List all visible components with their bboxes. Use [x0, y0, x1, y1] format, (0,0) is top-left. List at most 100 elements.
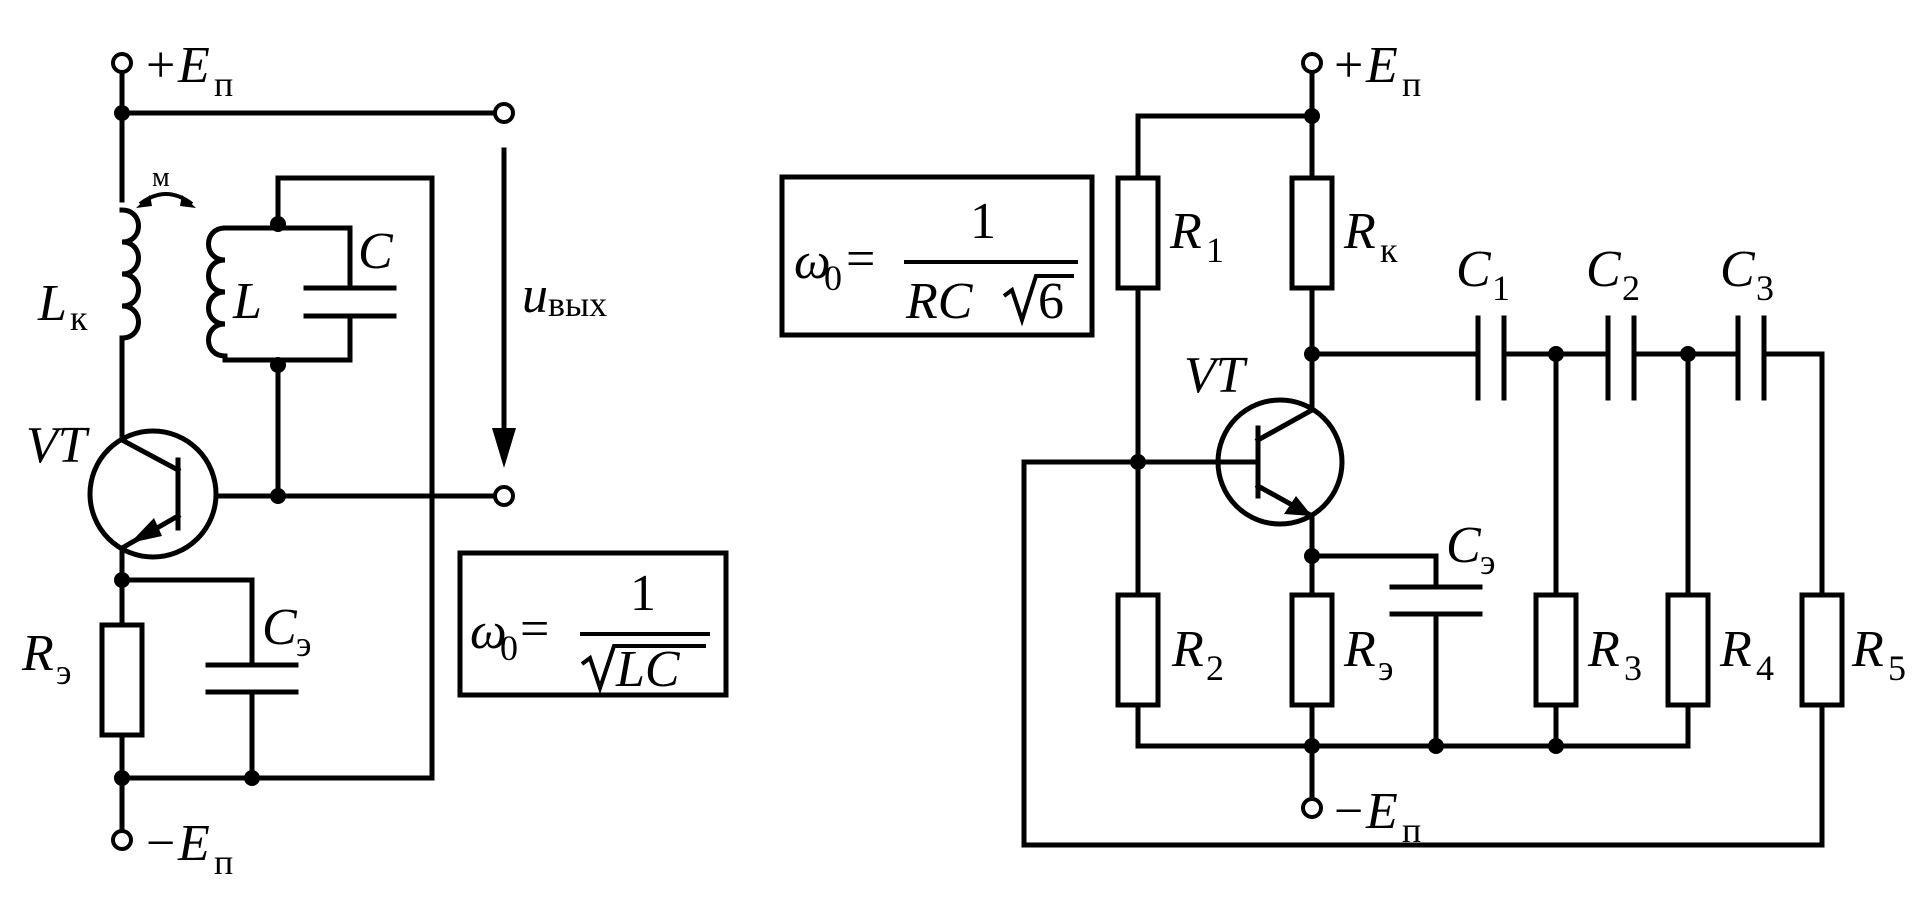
lc-formula-frame [457, 550, 729, 698]
mutual-arrow-right-head [180, 195, 196, 208]
left-re-symbol: R [21, 625, 54, 682]
c-symbol: C [358, 223, 394, 280]
r3-symbol: R [1587, 621, 1620, 678]
c2-symbol: C [1586, 241, 1622, 298]
left-supply-neg-sign: − [146, 815, 175, 872]
right-top-junction [1304, 108, 1320, 124]
right-supply-neg-terminal [1301, 797, 1323, 819]
c3-symbol: C [1720, 241, 1756, 298]
r4-sub: 4 [1756, 648, 1774, 688]
right-supply-neg-sub: п [1402, 810, 1421, 850]
right-supply-neg-sign: − [1334, 783, 1363, 840]
lc-formula-omega: ω [470, 603, 507, 660]
rail-junction-r3 [1548, 738, 1564, 754]
r3-resistor-icon [1533, 592, 1579, 708]
r5-symbol: R [1851, 621, 1884, 678]
left-ce-sub: э [296, 624, 311, 664]
right-emitter-arrow-icon [1284, 496, 1312, 516]
right-ce-capacitor-icon [1389, 584, 1483, 617]
right-re-resistor-icon [1289, 592, 1335, 708]
r4-resistor-icon [1665, 592, 1711, 708]
output-sub: вых [548, 284, 607, 324]
left-top-junction [114, 105, 130, 121]
rc-formula-num: 1 [970, 193, 996, 250]
r1-resistor-icon [1115, 175, 1161, 291]
mutual-label: м [152, 162, 170, 193]
tank-cap-top-wire [275, 225, 353, 289]
left-supply-pos-sign: + [146, 37, 175, 94]
rc-formula-omega-sub: 0 [824, 258, 842, 298]
left-supply-neg-terminal [111, 829, 133, 851]
rk-sub: к [1380, 230, 1398, 270]
left-supply-neg-sub: п [214, 842, 233, 882]
left-ce-top-wire [119, 577, 255, 666]
c1-capacitor-icon [1475, 315, 1507, 401]
left-transistor-collector-lead [118, 436, 182, 474]
lc-formula-eq: = [520, 601, 549, 658]
lc-formula-num: 1 [630, 565, 656, 622]
lc-formula-sqrt-icon [580, 644, 706, 695]
output-bottom-terminal [493, 485, 515, 507]
left-vt-symbol: VT [26, 417, 90, 474]
left-supply-pos-sub: п [214, 64, 233, 104]
r1-symbol: R [1169, 203, 1202, 260]
lc-formula-box: ω 0 = 1 LC [457, 550, 729, 698]
rc-formula-eq: = [846, 231, 875, 288]
output-symbol: u [522, 267, 548, 324]
r2-resistor-icon [1115, 592, 1161, 708]
r4-symbol: R [1719, 621, 1752, 678]
tank-bottom-wire [222, 357, 281, 499]
left-emitter-arrow-icon [130, 518, 162, 543]
r3-sub: 3 [1624, 648, 1642, 688]
right-top-rail [1135, 113, 1315, 181]
left-ce-symbol: C [262, 599, 298, 656]
left-bottom-junction [114, 770, 130, 786]
tank-capacitor-icon [303, 285, 397, 319]
output-top-terminal [493, 102, 515, 124]
coil-l-icon [206, 225, 228, 359]
tank-top-wire [222, 175, 435, 781]
right-re-symbol: R [1343, 621, 1376, 678]
output-arrow-head [492, 428, 516, 468]
right-ce-sub: э [1480, 542, 1495, 582]
rail-junction-ce [1428, 738, 1444, 754]
right-re-sub: э [1378, 648, 1393, 688]
tank-cap-bottom-wire [275, 315, 353, 363]
c1-sub: 1 [1492, 268, 1510, 308]
left-re-sub: э [56, 652, 71, 692]
c3-sub: 3 [1756, 268, 1774, 308]
rc-formula-box: ω 0 = 1 RC 6 [779, 174, 1095, 338]
r5-sub: 5 [1888, 648, 1906, 688]
rc-formula-sqrt-icon [1002, 274, 1074, 327]
lc-formula-omega-sub: 0 [500, 628, 518, 668]
r2-symbol: R [1171, 621, 1204, 678]
right-supply-pos-terminal [1301, 52, 1323, 74]
rc-formula-frame [779, 174, 1095, 338]
lk-symbol: L [37, 275, 67, 332]
right-supply-pos-sign: + [1334, 37, 1363, 94]
rail-junction-re [1304, 738, 1320, 754]
right-supply-neg-symbol: E [1365, 783, 1398, 840]
lk-sub: к [70, 298, 88, 338]
left-ce-capacitor-icon [205, 662, 299, 695]
r5-resistor-icon [1799, 592, 1845, 708]
rc-formula-den-root: 6 [1038, 273, 1064, 330]
rc-ladder-wire-4 [1763, 351, 1825, 598]
right-vt-symbol: VT [1184, 347, 1248, 404]
r1-sub: 1 [1206, 230, 1224, 270]
c2-sub: 2 [1622, 268, 1640, 308]
mutual-arrow-left-head [136, 195, 152, 208]
r2-sub: 2 [1206, 648, 1224, 688]
c2-capacitor-icon [1605, 315, 1637, 401]
right-ce-symbol: C [1446, 517, 1482, 574]
coil-lk-icon [119, 207, 141, 341]
c3-capacitor-icon [1735, 315, 1767, 401]
lc-formula-den: LC [615, 641, 681, 698]
rc-formula-den-rc: RC [905, 273, 974, 330]
right-ce-top-wire [1309, 553, 1439, 588]
right-supply-pos-symbol: E [1365, 37, 1398, 94]
c1-symbol: C [1456, 241, 1492, 298]
left-supply-pos-symbol: E [177, 37, 210, 94]
rc-formula-omega: ω [794, 233, 831, 290]
